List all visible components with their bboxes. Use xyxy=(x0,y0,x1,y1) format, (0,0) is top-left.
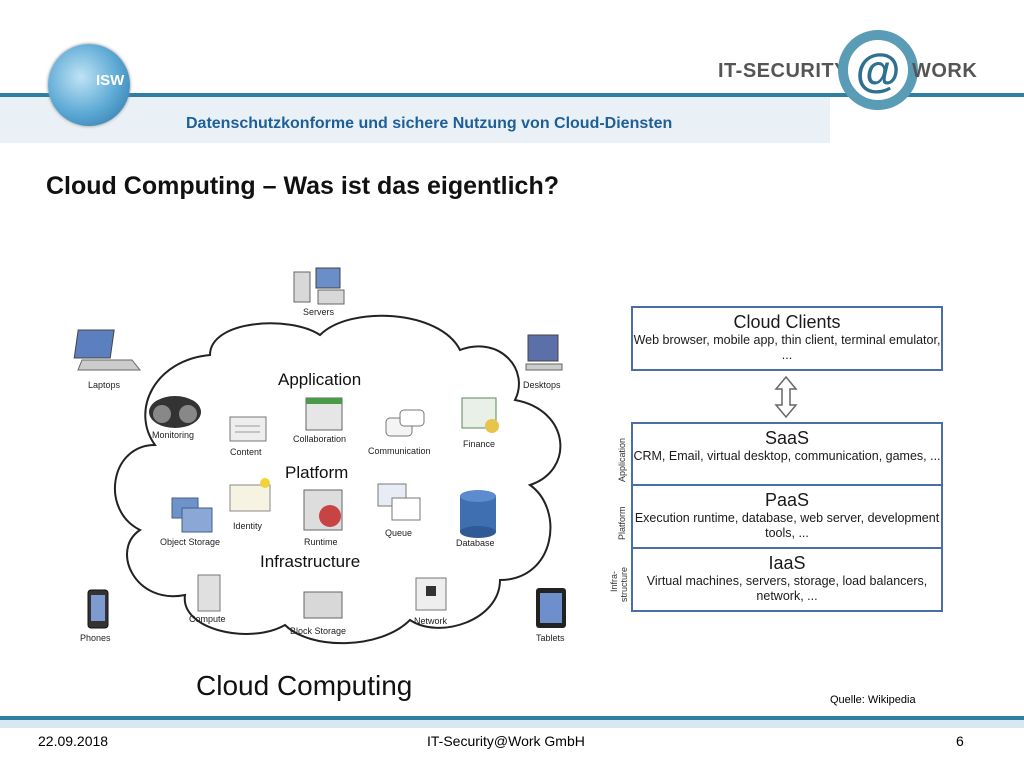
cloud-clients-box: Cloud Clients Web browser, mobile app, t… xyxy=(631,306,943,371)
paas-box: PaaS Execution runtime, database, web se… xyxy=(631,486,943,549)
cloud-outline xyxy=(114,314,562,645)
queue-icon xyxy=(377,483,421,521)
saas-box: SaaS CRM, Email, virtual desktop, commun… xyxy=(631,422,943,486)
collaboration-icon xyxy=(305,397,343,431)
database-icon xyxy=(460,490,496,538)
label-tablets: Tablets xyxy=(536,633,565,643)
slide-subtitle: Datenschutzkonforme und sichere Nutzung … xyxy=(186,115,673,132)
label-database: Database xyxy=(456,538,495,548)
company-logo-at: @ xyxy=(855,44,901,96)
layer-platform: Platform xyxy=(285,463,349,482)
isw-logo xyxy=(48,44,130,126)
content-icon xyxy=(229,416,267,442)
cloud-clients-desc: Web browser, mobile app, thin client, te… xyxy=(633,333,941,362)
label-network: Network xyxy=(414,616,448,626)
runtime-icon xyxy=(303,489,343,531)
side-label-infra-2: structure xyxy=(619,566,629,602)
label-runtime: Runtime xyxy=(304,537,338,547)
saas-desc: CRM, Email, virtual desktop, communicati… xyxy=(633,449,941,463)
desktop-icon xyxy=(525,334,563,371)
layer-infrastructure: Infrastructure xyxy=(260,552,361,571)
cloud-diagram-caption: Cloud Computing xyxy=(196,670,413,701)
company-logo-ring xyxy=(838,30,918,110)
cloud-clients-title: Cloud Clients xyxy=(733,312,841,332)
identity-icon xyxy=(229,478,271,512)
company-logo-right-text: WORK xyxy=(912,60,978,82)
iaas-box: IaaS Virtual machines, servers, storage,… xyxy=(631,549,943,612)
finance-icon xyxy=(461,397,499,433)
label-block-storage: Block Storage xyxy=(290,626,347,636)
monitoring-icon xyxy=(149,396,201,428)
double-arrow-icon xyxy=(774,375,798,419)
network-icon xyxy=(415,577,447,611)
label-content: Content xyxy=(230,447,262,457)
footer-band xyxy=(0,720,1024,728)
subtitle-band xyxy=(0,97,830,143)
footer-rule xyxy=(0,716,1024,720)
slide-title: Cloud Computing – Was ist das eigentlich… xyxy=(46,172,559,200)
iaas-title: IaaS xyxy=(768,553,806,573)
label-finance: Finance xyxy=(463,439,496,449)
label-communication: Communication xyxy=(368,446,431,456)
iaas-desc: Virtual machines, servers, storage, load… xyxy=(646,574,928,603)
paas-desc: Execution runtime, database, web server,… xyxy=(634,511,940,540)
isw-logo-text: ISW xyxy=(96,72,125,89)
side-label-infra-1: Infra- xyxy=(609,570,619,592)
communication-icon xyxy=(385,409,425,437)
tablet-icon xyxy=(536,588,566,628)
side-label-platform: Platform xyxy=(617,506,627,540)
label-collaboration: Collaboration xyxy=(293,434,347,444)
header-rule xyxy=(0,93,1024,97)
block-storage-icon xyxy=(303,591,343,619)
saas-title: SaaS xyxy=(764,428,810,448)
side-label-application: Application xyxy=(617,437,627,482)
source-note: Quelle: Wikipedia xyxy=(830,694,916,706)
layer-application: Application xyxy=(278,370,362,389)
label-desktops: Desktops xyxy=(523,380,561,390)
paas-title: PaaS xyxy=(764,490,810,510)
laptop-icon xyxy=(73,329,142,371)
object-storage-icon xyxy=(171,497,213,533)
footer-company: IT-Security@Work GmbH xyxy=(427,733,585,749)
servers-icon xyxy=(293,267,345,305)
cloud-diagram xyxy=(73,267,566,645)
label-object-storage: Object Storage xyxy=(160,537,221,547)
label-phones: Phones xyxy=(80,633,111,643)
label-servers: Servers xyxy=(303,307,335,317)
label-laptops: Laptops xyxy=(88,380,121,390)
company-logo-left-text: IT-SECURITY xyxy=(718,60,848,82)
label-queue: Queue xyxy=(385,528,413,538)
phone-icon xyxy=(87,589,109,629)
footer-page-number: 6 xyxy=(956,733,964,749)
label-compute: Compute xyxy=(189,614,226,624)
label-monitoring: Monitoring xyxy=(152,430,195,440)
label-identity: Identity xyxy=(233,521,263,531)
compute-icon xyxy=(197,574,221,612)
footer-date: 22.09.2018 xyxy=(38,733,109,749)
